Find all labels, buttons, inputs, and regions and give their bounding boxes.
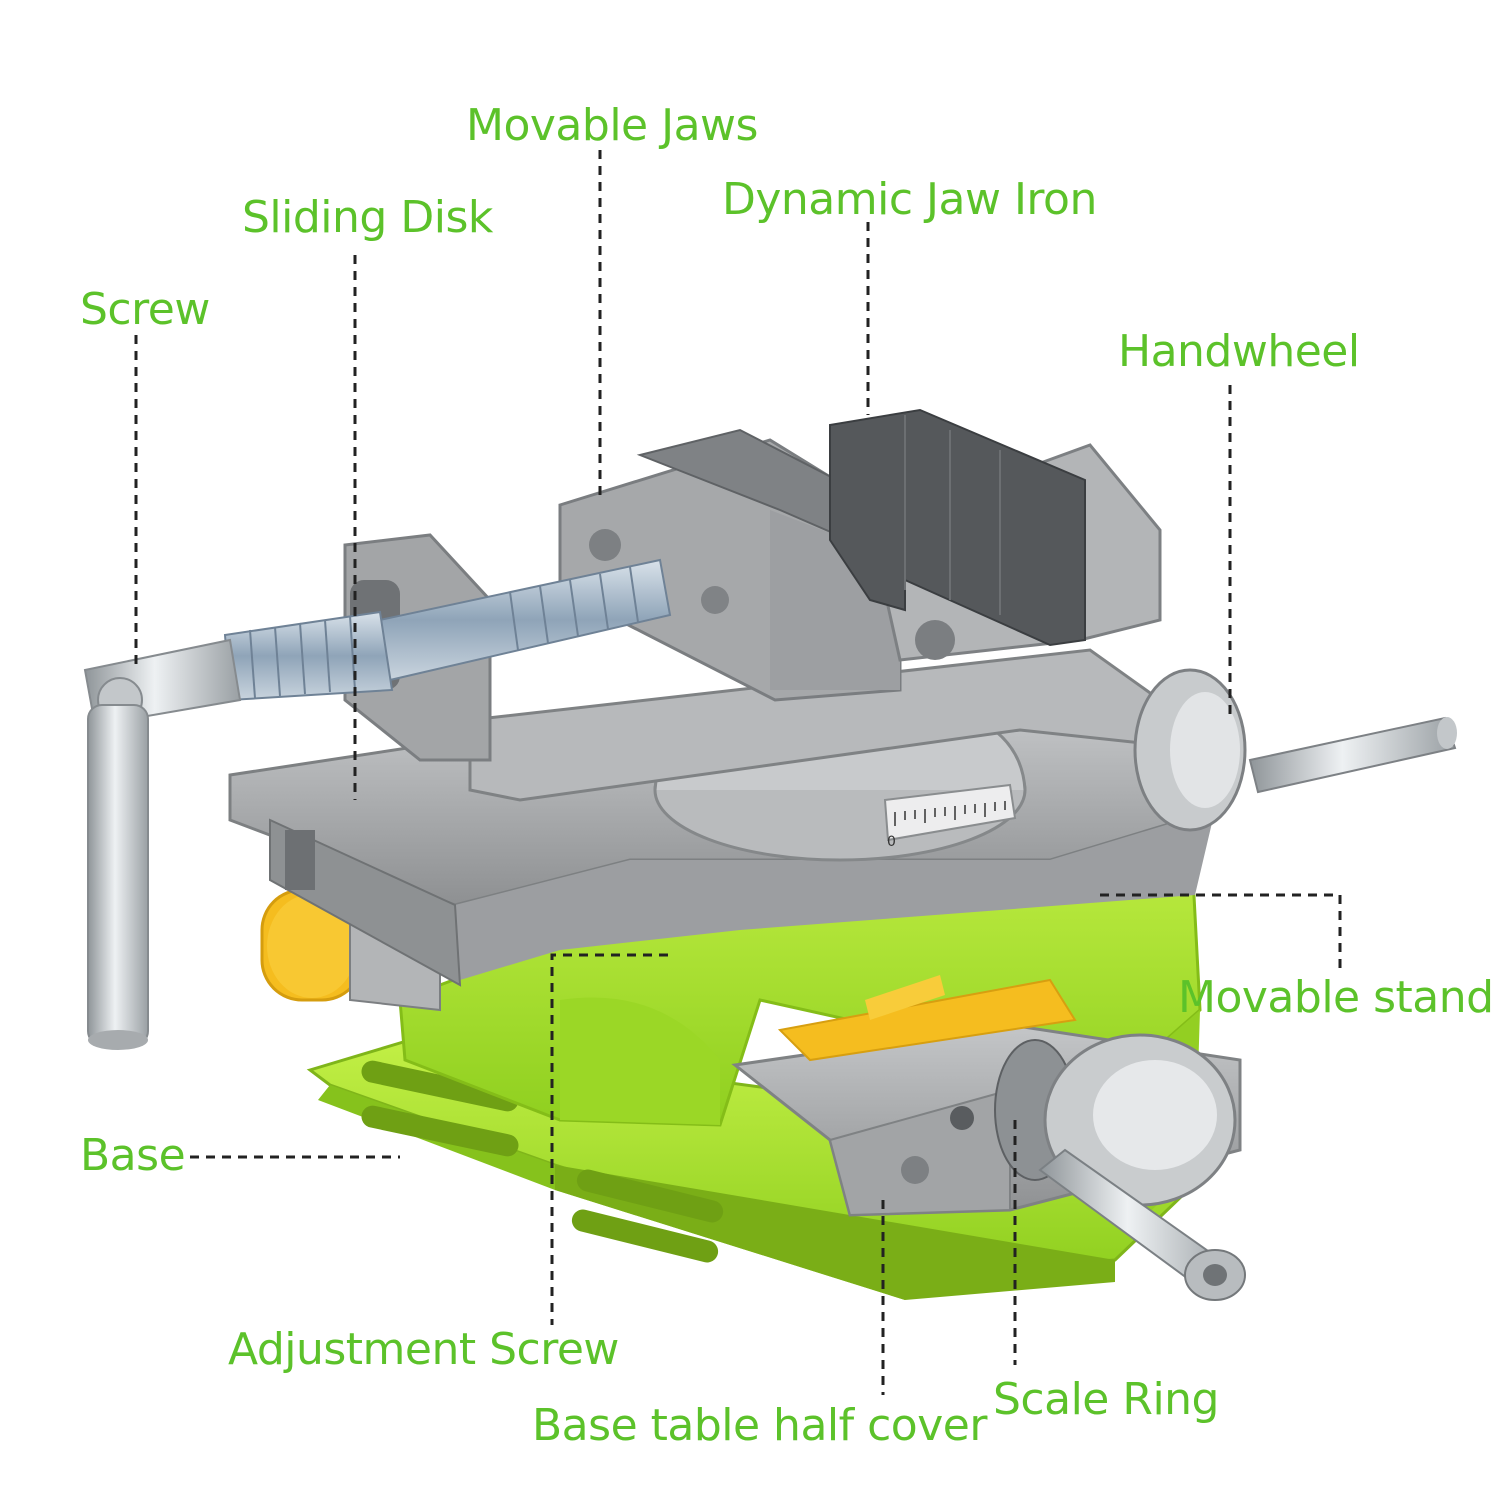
label-handwheel: Handwheel: [1118, 326, 1360, 377]
label-movable-stand: Movable stand: [1178, 972, 1494, 1023]
leader-lines: [134, 150, 1342, 1395]
label-sliding-disk: Sliding Disk: [242, 192, 493, 243]
label-base: Base: [80, 1130, 186, 1181]
scale-zero-label: 0: [887, 834, 896, 850]
leader-adjustment-screw: [550, 953, 668, 1325]
label-adjustment-screw: Adjustment Screw: [228, 1324, 619, 1375]
label-scale-ring: Scale Ring: [993, 1374, 1219, 1425]
label-base-table-half-cover: Base table half cover: [532, 1400, 987, 1451]
base-slot-holes: [361, 1060, 724, 1263]
label-screw: Screw: [80, 284, 210, 335]
rear-handwheel: [1133, 668, 1457, 832]
label-movable-jaws: Movable Jaws: [466, 100, 758, 151]
label-dynamic-jaw-iron: Dynamic Jaw Iron: [722, 174, 1097, 225]
scale-ticks: [894, 801, 1006, 826]
crank-handle: [83, 638, 242, 1050]
leader-movable-stand: [1100, 893, 1342, 968]
